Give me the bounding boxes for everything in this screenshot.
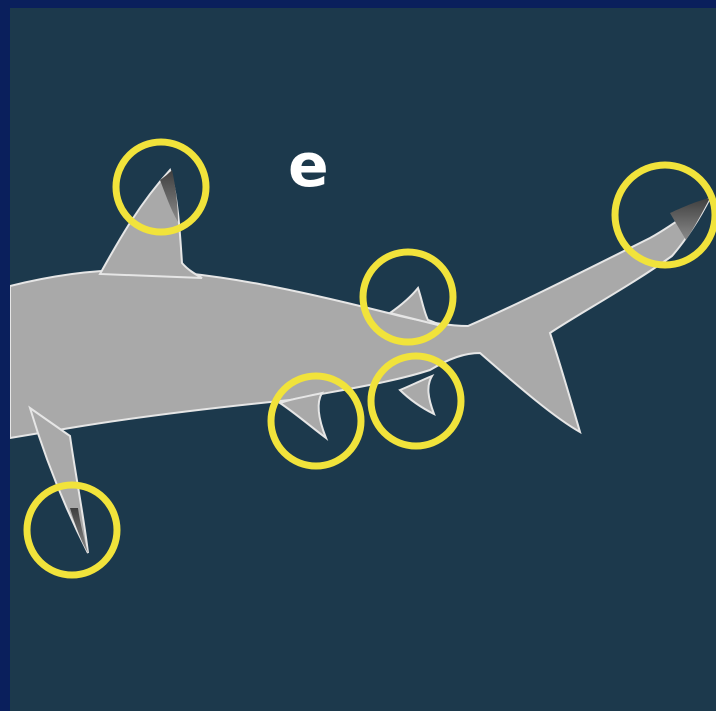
figure-panel: e [10, 8, 716, 711]
panel-label: e [288, 136, 329, 196]
anal-fin [400, 376, 434, 414]
shark-illustration [10, 8, 716, 711]
